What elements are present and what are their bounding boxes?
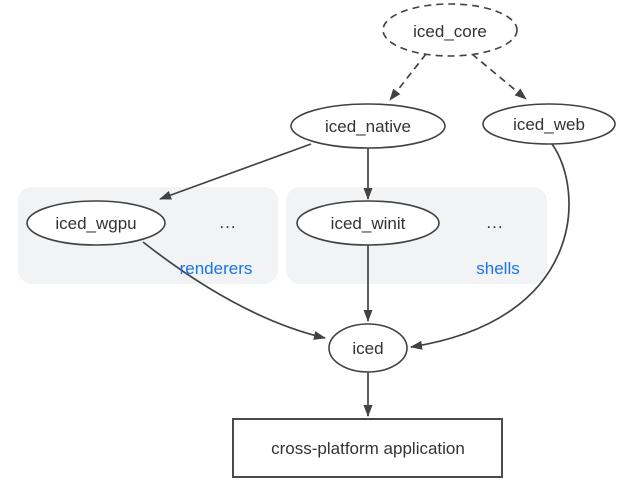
renderers-group-label: renderers — [180, 259, 253, 278]
node-iced-web — [482, 103, 616, 145]
shells-group-label: shells — [476, 259, 519, 278]
node-iced-core — [382, 3, 518, 57]
node-iced — [328, 323, 408, 373]
renderers-ellipsis: ... — [219, 213, 236, 232]
node-iced-winit — [296, 200, 440, 246]
node-iced-native — [290, 103, 446, 149]
shells-ellipsis: ... — [486, 213, 503, 232]
node-cross-platform-application — [232, 418, 503, 478]
iced-native-label: iced_native — [325, 117, 411, 136]
edge-iced-native-to-iced-wgpu — [159, 143, 312, 200]
edge-iced-web-to-iced — [410, 143, 570, 350]
node-iced-wgpu — [26, 200, 166, 246]
iced-label: iced — [352, 339, 383, 358]
application-label: cross-platform application — [271, 439, 465, 458]
iced-web-label: iced_web — [513, 115, 585, 134]
iced-winit-label: iced_winit — [331, 214, 406, 233]
edge-iced-wgpu-to-iced — [142, 241, 326, 340]
iced-core-label: iced_core — [413, 22, 487, 41]
iced-wgpu-label: iced_wgpu — [55, 214, 136, 233]
edge-iced-core-to-iced-native — [389, 53, 427, 101]
